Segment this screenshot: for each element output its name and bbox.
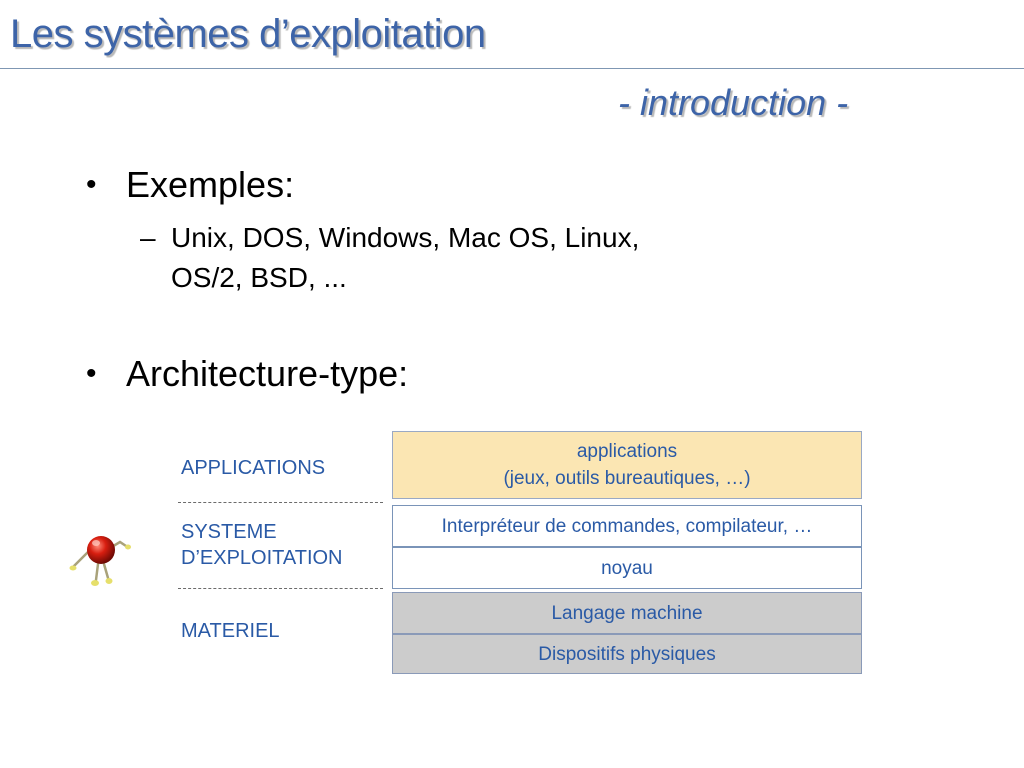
machine-language-box: Langage machine [392,592,862,634]
examples-list-line2: OS/2, BSD, ... [171,262,347,293]
level-label-system-line2: D’EXPLOITATION [181,547,343,569]
kernel-box: noyau [392,547,862,589]
kernel-box-label: noyau [601,557,653,579]
applications-box-title: applications [576,441,678,462]
level-label-applications: APPLICATIONS [181,457,326,479]
level-divider [178,588,383,589]
level-divider [178,502,383,503]
physical-devices-box: Dispositifs physiques [392,634,862,674]
red-ball-figure-icon [69,536,131,586]
examples-list-line1: Unix, DOS, Windows, Mac OS, Linux, [171,222,640,253]
bullet-architecture: Architecture-type: [126,353,409,394]
slide-subtitle: - introduction - [618,82,849,123]
slide-title: Les systèmes d’exploitation [10,12,486,56]
interpreter-box-label: Interpréteur de commandes, compilateur, … [441,515,813,537]
title-divider [0,68,1024,69]
level-label-system-line1: SYSTEME [181,521,277,543]
bullet-examples: Exemples: [126,164,295,205]
sub-bullet-dash: – [140,222,156,253]
machine-language-box-label: Langage machine [551,602,703,624]
bullet-marker: • [86,357,97,390]
applications-box-examples: (jeux, outils bureautiques, …) [503,468,751,489]
level-label-hardware: MATERIEL [181,620,280,642]
physical-devices-box-label: Dispositifs physiques [538,643,716,665]
interpreter-box: Interpréteur de commandes, compilateur, … [392,505,862,547]
bullet-marker: • [86,168,97,201]
applications-box: applications (jeux, outils bureautiques,… [392,431,862,499]
